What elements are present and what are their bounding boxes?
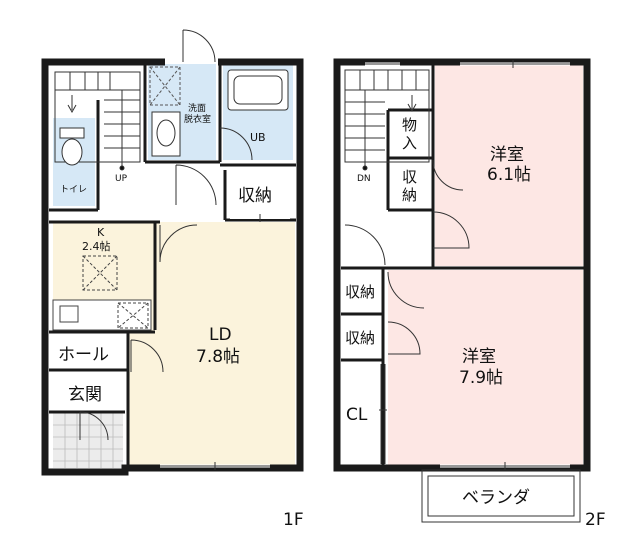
washer-space	[149, 66, 181, 106]
storage-small-label-2: 納	[402, 186, 417, 204]
storage-b-label: 収納	[345, 329, 375, 347]
doors-1f	[79, 29, 290, 470]
kitchen-fixtures	[52, 255, 152, 331]
floor-1-tag: 1F	[283, 510, 304, 530]
toilet-label: トイレ	[60, 185, 87, 195]
washroom-label: 洗面	[188, 102, 206, 114]
hall-label: ホール	[58, 345, 109, 365]
floor-2: DN 物 入 収 納 洋室 6.1帖 収納 収納 CL 洋室 7.9帖 ベランダ	[333, 58, 591, 523]
stair-down-label: DN	[357, 174, 371, 184]
bedroom-b-label: 洋室	[462, 347, 496, 367]
floor-2-tag: 2F	[585, 510, 606, 530]
closet-small-label-2: 入	[402, 134, 417, 152]
toilet-fixture	[59, 127, 85, 166]
washbasin	[151, 111, 181, 157]
closet-small-label: 物	[402, 116, 417, 134]
entrance-label: 玄関	[68, 385, 102, 405]
storage-small-label: 収	[402, 168, 417, 186]
outer-walls-1f	[41, 58, 304, 476]
floor-1: 洗面 脱衣室 UB トイレ UP 収納 K 2.4帖 LD 7.8帖 ホール 玄…	[41, 29, 304, 476]
balcony	[421, 469, 581, 523]
stair-up-label: UP	[115, 174, 128, 184]
bath-label: UB	[250, 131, 266, 144]
kitchen-label: K	[97, 226, 105, 239]
living-size: 7.8帖	[196, 347, 240, 367]
storage-a-label: 収納	[345, 283, 375, 301]
storage-label-1f: 収納	[238, 186, 272, 206]
washroom-label-2: 脱衣室	[184, 113, 211, 125]
kitchen-size: 2.4帖	[82, 240, 111, 253]
inner-walls-2f	[341, 62, 587, 468]
bathtub	[227, 69, 289, 111]
bedroom-b-floor	[388, 270, 583, 467]
staircase-2f	[344, 69, 430, 171]
doors-2f	[344, 60, 570, 470]
bedroom-a-size: 6.1帖	[487, 165, 531, 185]
entrance-floor	[53, 413, 123, 468]
bedroom-a-label: 洋室	[490, 145, 524, 165]
bedroom-b-size: 7.9帖	[459, 368, 503, 388]
balcony-label: ベランダ	[462, 488, 530, 508]
outer-walls-2f	[333, 58, 591, 472]
living-label: LD	[209, 325, 232, 345]
entrance-tile-grid	[53, 413, 123, 468]
staircase-1f	[54, 71, 141, 171]
closet-label: CL	[346, 405, 368, 425]
bedroom-a-floor	[435, 64, 583, 266]
